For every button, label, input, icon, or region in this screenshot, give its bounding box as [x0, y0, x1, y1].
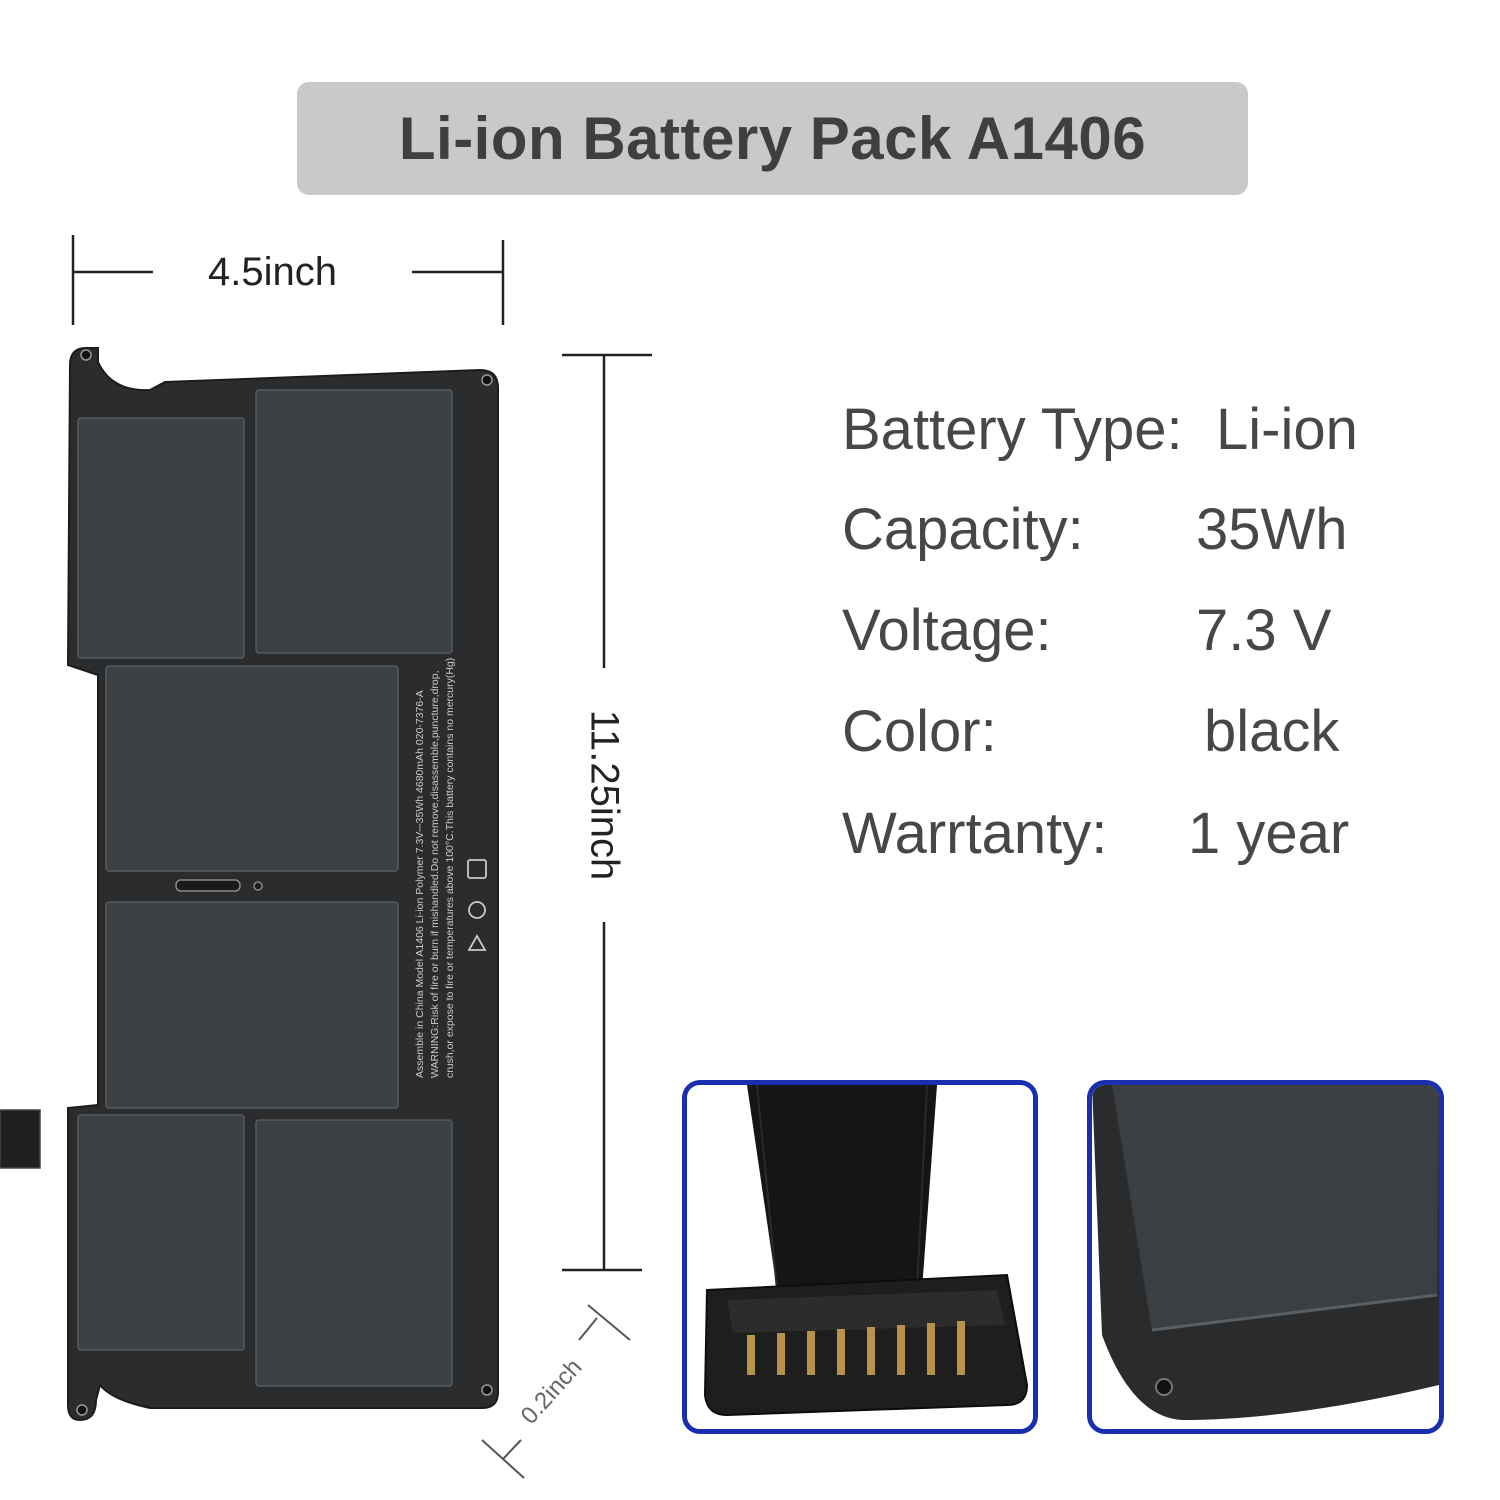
connector-detail-image [687, 1085, 1033, 1429]
corner-detail-frame [1087, 1080, 1444, 1434]
spec-battery-type: Battery Type: Li-ion [842, 396, 1358, 463]
spec-voltage: Voltage: 7.3 V [842, 597, 1331, 664]
corner-detail-image [1092, 1085, 1439, 1429]
spec-value: black [1204, 699, 1340, 764]
spec-label: Warrtanty: [842, 801, 1108, 866]
spec-capacity: Capacity: 35Wh [842, 496, 1348, 563]
page-title: Li-ion Battery Pack A1406 [398, 105, 1147, 172]
spec-label: Capacity: [842, 497, 1084, 562]
width-dimension-lines [71, 235, 505, 325]
spec-value: 35Wh [1196, 497, 1348, 562]
spec-label: Color: [842, 699, 997, 764]
spec-value: Li-ion [1216, 397, 1358, 462]
certification-icons [467, 859, 487, 951]
spec-value: 1 year [1188, 801, 1350, 866]
battery-cells [77, 389, 453, 1387]
spec-label: Battery Type: [842, 397, 1183, 462]
connector-detail-frame [682, 1080, 1038, 1434]
screw-holes [76, 349, 493, 1416]
svg-text:Assemble in China Model A1406: Assemble in China Model A1406 Li-ion Pol… [414, 690, 426, 1078]
thickness-dimension-lines [481, 1304, 631, 1479]
width-label: 4.5inch [208, 250, 337, 294]
battery-label-text: Assemble in China Model A1406 Li-ion Pol… [414, 658, 456, 1078]
height-label: 11.25inch [582, 709, 627, 881]
svg-text:WARNING:Risk of fire or burn i: WARNING:Risk of fire or burn if mishandl… [429, 670, 441, 1078]
title-banner: Li-ion Battery Pack A1406 [297, 82, 1248, 195]
spec-label: Voltage: [842, 598, 1052, 663]
svg-text:crush,or expose to fire or tem: crush,or expose to fire or temperatures … [444, 658, 456, 1078]
spec-warranty: Warrtanty: 1 year [842, 800, 1349, 867]
spec-color: Color: black [842, 698, 1339, 765]
height-dimension-lines [562, 353, 652, 1272]
ribbon-cable-stub [0, 1109, 41, 1169]
spec-value: 7.3 V [1196, 598, 1332, 663]
